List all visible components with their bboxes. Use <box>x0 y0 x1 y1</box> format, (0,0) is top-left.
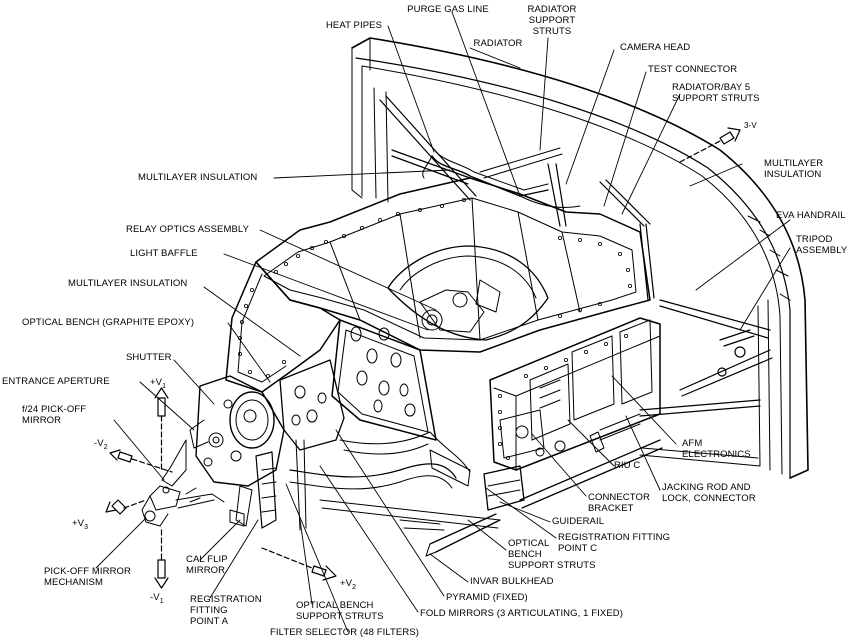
axis-label-plus-v3: +V3 <box>72 518 89 531</box>
label-camera-head: CAMERA HEAD <box>620 42 691 53</box>
label-registration-a: REGISTRATION FITTING POINT A <box>190 594 262 627</box>
label-optical-bench: OPTICAL BENCH (GRAPHITE EPOXY) <box>22 317 195 328</box>
label-connector-bracket: CONNECTOR BRACKET <box>588 492 650 514</box>
label-afm-electronics: AFM ELECTRONICS <box>682 438 751 460</box>
axis-label-plus-v2: +V2 <box>340 578 357 591</box>
label-registration-c: REGISTRATION FITTING POINT C <box>558 532 671 554</box>
radiator-panel <box>351 37 809 479</box>
leader-lines <box>95 11 791 633</box>
label-heat-pipes: HEAT PIPES <box>325 20 383 31</box>
label-test-connector: TEST CONNECTOR <box>648 64 738 75</box>
axis-label-minus-v2: -V2 <box>94 438 108 451</box>
label-invar-bulkhead: INVAR BULKHEAD <box>470 576 554 587</box>
label-cal-flip-mirror: CAL FLIP MIRROR <box>186 554 228 576</box>
label-light-baffle: LIGHT BAFFLE <box>130 248 198 259</box>
label-pickoff-mechanism: PICK-OFF MIRROR MECHANISM <box>44 566 131 588</box>
main-enclosure <box>255 177 651 353</box>
label-optical-bench-struts-right: OPTICAL BENCH SUPPORT STRUTS <box>508 538 596 571</box>
label-jacking-rod: JACKING ROD AND LOCK, CONNECTOR <box>662 482 756 504</box>
label-radiator-bay5-struts: RADIATOR/BAY 5 SUPPORT STRUTS <box>672 82 760 104</box>
label-pickoff-mirror: f/24 PICK-OFF MIRROR <box>22 404 87 426</box>
support-struts <box>379 95 773 417</box>
label-entrance-aperture: ENTRANCE APERTURE <box>2 376 110 387</box>
label-radiator: RADIATOR <box>473 38 523 49</box>
label-multilayer-insulation-left: MULTILAYER INSULATION <box>68 278 188 289</box>
label-multilayer-insulation-right: MULTILAYER INSULATION <box>764 158 824 180</box>
label-filter-selector: FILTER SELECTOR (48 FILTERS) <box>270 627 420 638</box>
electronics-box <box>483 317 663 511</box>
label-eva-handrail: EVA HANDRAIL <box>776 210 846 221</box>
axis-label-plus-v1: +V1 <box>150 377 167 390</box>
label-riu-c: RIU C <box>614 460 641 471</box>
label-multilayer-insulation-top: MULTILAYER INSULATION <box>138 172 258 183</box>
label-relay-optics: RELAY OPTICS ASSEMBLY <box>126 224 250 235</box>
bench-plate <box>279 319 437 451</box>
label-fold-mirrors: FOLD MIRRORS (3 ARTICULATING, 1 FIXED) <box>420 608 623 619</box>
label-guiderail: GUIDERAIL <box>552 516 605 527</box>
label-optical-bench-struts-bottom: OPTICAL BENCH SUPPORT STRUTS <box>296 600 384 622</box>
label-purge-gas-line: PURGE GAS LINE <box>407 4 489 15</box>
label-radiator-support-struts: RADIATOR SUPPORT STRUTS <box>527 4 577 37</box>
optical-bench-panel <box>225 261 341 393</box>
axis-label-minus-v3: 3-V <box>744 121 757 130</box>
axis-arrows <box>105 127 741 589</box>
label-shutter: SHUTTER <box>126 352 172 363</box>
lower-struts <box>289 431 501 557</box>
heat-pipes <box>422 147 581 209</box>
label-tripod-assembly: TRIPOD ASSEMBLY <box>796 234 848 256</box>
axis-label-minus-v1: -V1 <box>150 592 164 605</box>
label-pyramid: PYRAMID (FIXED) <box>446 592 528 603</box>
